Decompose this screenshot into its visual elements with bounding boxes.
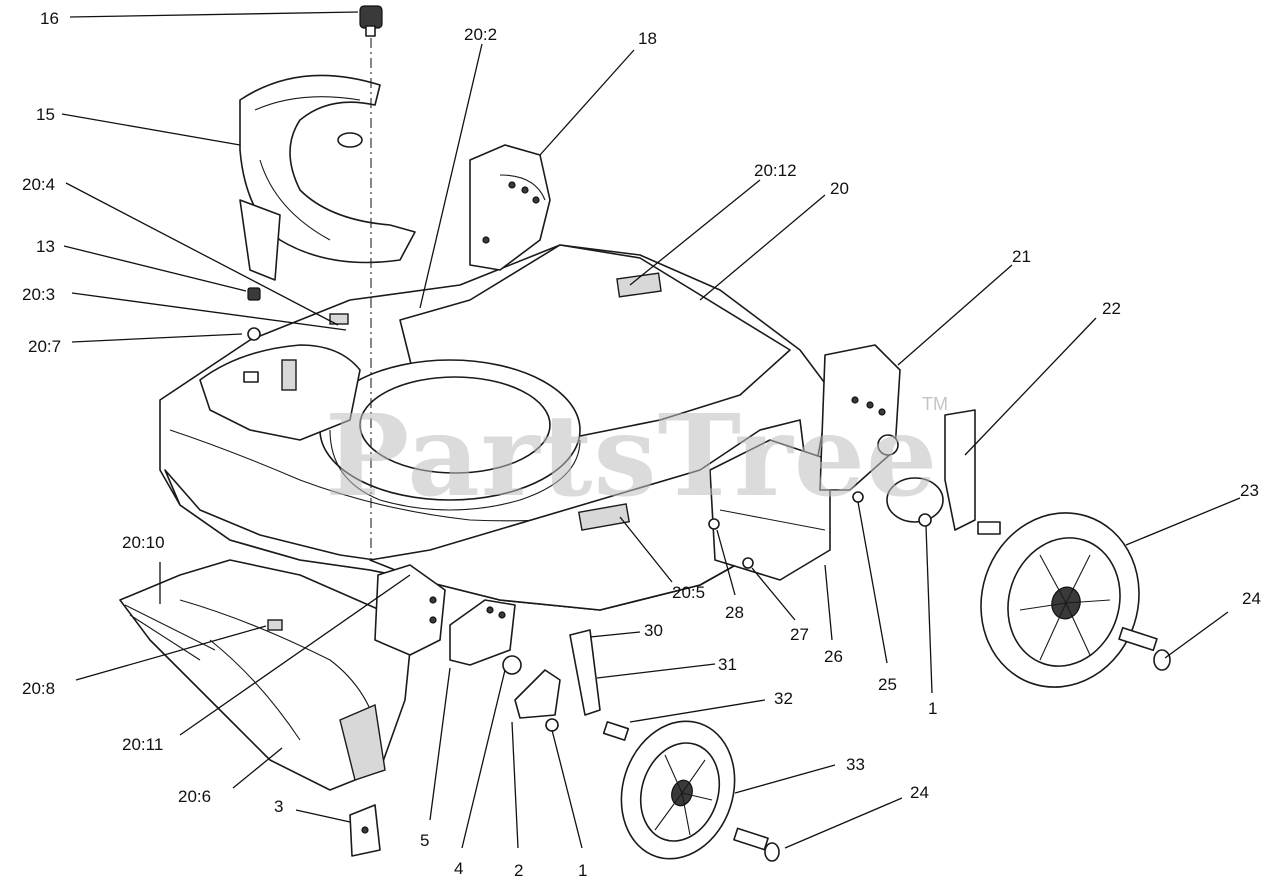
callout-20-4: 20:4 xyxy=(22,175,55,194)
callout-32: 32 xyxy=(774,689,793,708)
callout-24-rear: 24 xyxy=(1242,589,1261,608)
callout-13: 13 xyxy=(36,237,55,256)
callout-28: 28 xyxy=(725,603,744,622)
callout-23: 23 xyxy=(1240,481,1259,500)
rear-baffle-part xyxy=(708,439,831,581)
callout-20-8: 20:8 xyxy=(22,679,55,698)
callout-24-front: 24 xyxy=(910,783,929,802)
callout-20-6: 20:6 xyxy=(178,787,211,806)
callout-30: 30 xyxy=(644,621,663,640)
callout-22: 22 xyxy=(1102,299,1121,318)
callout-16: 16 xyxy=(40,9,59,28)
callout-labels: 16 15 20:4 13 20:3 20:7 20:2 18 20:12 20… xyxy=(22,9,1261,880)
callout-20-2: 20:2 xyxy=(464,25,497,44)
callout-20-10: 20:10 xyxy=(122,533,165,552)
leader-lines xyxy=(61,11,1241,849)
callout-20: 20 xyxy=(830,179,849,198)
callout-31: 31 xyxy=(718,655,737,674)
latch-part xyxy=(349,804,381,857)
callout-20-3: 20:3 xyxy=(22,285,55,304)
callout-2: 2 xyxy=(514,861,523,880)
watermark-trademark: TM xyxy=(922,394,948,414)
callout-33: 33 xyxy=(846,755,865,774)
callout-20-5: 20:5 xyxy=(672,583,705,602)
rear-height-adjuster-part xyxy=(469,144,551,271)
front-wheel-part xyxy=(620,720,780,862)
fastener-stack-part xyxy=(243,287,261,383)
callout-3: 3 xyxy=(274,797,283,816)
rear-wheel-part xyxy=(980,512,1171,688)
callout-20-11: 20:11 xyxy=(122,735,163,754)
callout-18: 18 xyxy=(638,29,657,48)
rear-skirt-part xyxy=(119,559,411,791)
callout-20-12: 20:12 xyxy=(754,161,797,180)
right-height-adjuster-part xyxy=(819,344,1001,535)
callout-26: 26 xyxy=(824,647,843,666)
callout-25: 25 xyxy=(878,675,897,694)
watermark-text: PartsTree xyxy=(325,391,938,522)
callout-5: 5 xyxy=(420,831,429,850)
discharge-chute-part xyxy=(239,74,416,281)
callout-15: 15 xyxy=(36,105,55,124)
callout-1-front: 1 xyxy=(578,861,587,880)
callout-1-rear: 1 xyxy=(928,699,937,718)
callout-4: 4 xyxy=(454,859,463,878)
front-height-adjuster-part xyxy=(449,599,630,741)
mower-deck-part xyxy=(159,244,831,656)
callout-21: 21 xyxy=(1012,247,1031,266)
callout-20-7: 20:7 xyxy=(28,337,61,356)
callout-27: 27 xyxy=(790,625,809,644)
chute-knob-part xyxy=(359,5,383,560)
